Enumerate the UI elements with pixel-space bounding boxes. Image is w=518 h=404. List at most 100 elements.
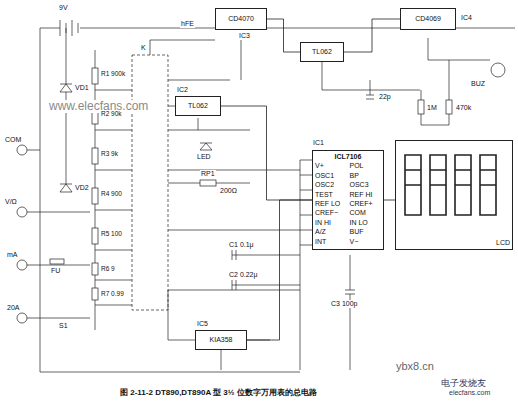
component-label: 9V: [58, 4, 69, 12]
jack: [17, 207, 27, 217]
ic-chip: ICL7106V+POLOSC1BPOSC2OSC3TESTREF HIREF …: [312, 150, 384, 250]
connector-wire: [247, 200, 312, 340]
resistor-symbol: [92, 148, 98, 164]
connector-wire: [221, 106, 312, 200]
resistor-symbol: [92, 68, 98, 84]
component-label: mA: [6, 251, 19, 259]
watermark: 电子发烧友: [440, 378, 487, 388]
jack: [17, 313, 27, 323]
component-label: V/Ω: [4, 198, 18, 206]
component-label: C2 0.22μ: [228, 271, 259, 279]
pin-name: A/Z: [315, 228, 347, 237]
wire: [168, 290, 270, 370]
component-label: K: [140, 44, 147, 52]
capacitor-symbol: [366, 80, 374, 99]
pin-name: POL: [350, 162, 382, 171]
pin-name: IN HI: [315, 219, 347, 228]
chip-name: LCD: [496, 239, 510, 247]
chip-name: CD4069: [415, 15, 441, 23]
chip-name: TL062: [188, 102, 208, 110]
capacitor-symbol: [232, 280, 300, 290]
component-label: R5 100: [100, 230, 123, 238]
component-label: IC4: [460, 14, 473, 22]
lcd-digit: [480, 155, 496, 215]
pin-wire: [300, 160, 312, 370]
component-label: 470k: [455, 104, 472, 112]
component-label: FU: [50, 267, 61, 275]
pin-name: OSC1: [315, 172, 347, 181]
wire: [150, 40, 215, 55]
resistor-symbol: [92, 288, 98, 300]
jack-wire: [27, 150, 90, 318]
component-label: R7 0.99: [100, 290, 125, 298]
pin-name: IN LO: [350, 219, 382, 228]
switch-contact-wire: [95, 90, 132, 305]
component-label: VD2: [74, 184, 90, 192]
ground-rail: [40, 28, 300, 372]
component-label: IC5: [196, 320, 209, 328]
watermark: www.elecfans.com: [48, 100, 149, 113]
resistor-symbol: [92, 228, 98, 244]
chip-name: TL062: [312, 48, 332, 56]
rotary-switch: [132, 55, 168, 310]
ic-box: TL062: [175, 96, 221, 116]
chip-name: ICL7106: [315, 153, 381, 162]
lcd-digits: [405, 155, 496, 215]
resistor-symbol: [446, 100, 452, 114]
pin-name: BP: [350, 172, 382, 181]
resistor-symbol: [92, 188, 98, 204]
component-label: C1 0.1μ: [228, 241, 255, 249]
component-label: 20A: [6, 304, 20, 312]
component-label: IC1: [312, 139, 325, 147]
connector-wire: [344, 19, 400, 52]
jack: [17, 145, 27, 155]
fuse-symbol: [50, 259, 64, 264]
lcd-digit: [455, 155, 471, 215]
component-label: 200Ω: [219, 187, 238, 195]
component-label: 22p: [378, 93, 392, 101]
component-label: LED: [196, 153, 212, 161]
diode-symbol: [60, 184, 72, 192]
chip-name: CD4070: [228, 15, 254, 23]
pin-name: BUF: [350, 228, 382, 237]
ic-box: KIA358: [195, 330, 247, 350]
component-label: R1 900k: [100, 70, 126, 78]
component-label: COM: [4, 136, 22, 144]
pin-name: REF LO: [315, 200, 347, 209]
wire: [241, 38, 490, 90]
component-label: IC3: [238, 32, 251, 40]
pin-name: V−: [350, 238, 382, 247]
pin-name: OSC3: [350, 181, 382, 190]
wire: [421, 60, 449, 125]
resistor-symbol: [92, 263, 98, 275]
pin-name: CREF+: [350, 200, 382, 209]
figure-caption: 图 2-11-2 DT890,DT890A 型 3½ 位数字万用表的总电路: [120, 387, 317, 398]
pin-name: TEST: [315, 191, 347, 200]
diode-symbol: [60, 84, 72, 92]
component-label: R2 90k: [100, 110, 123, 118]
jack: [17, 260, 27, 270]
connector-wire: [384, 200, 395, 201]
component-label: C3 100p: [330, 300, 358, 308]
pin-name: CREF−: [315, 209, 347, 218]
capacitor-symbol: [345, 255, 355, 370]
watermark: ybx8.cn: [395, 360, 435, 372]
ic-box: CD4070: [215, 8, 267, 30]
pin-name: OSC2: [315, 181, 347, 190]
component-label: VD1: [74, 84, 90, 92]
component-label: R3 9k: [100, 150, 119, 158]
component-label: 1M: [426, 104, 438, 112]
ic-box: TL062: [300, 42, 344, 62]
component-label: R4 900: [100, 190, 123, 198]
bus-wire: [168, 80, 300, 290]
pin-name: REF HI: [350, 191, 382, 200]
led-symbol: [200, 143, 212, 150]
lcd-display: LCD: [395, 140, 513, 250]
pin-name: COM: [350, 209, 382, 218]
capacitor-symbol: [232, 250, 300, 260]
component-label: R6 9: [100, 265, 116, 273]
lcd-digit: [405, 155, 421, 215]
battery-symbol: [60, 20, 78, 36]
